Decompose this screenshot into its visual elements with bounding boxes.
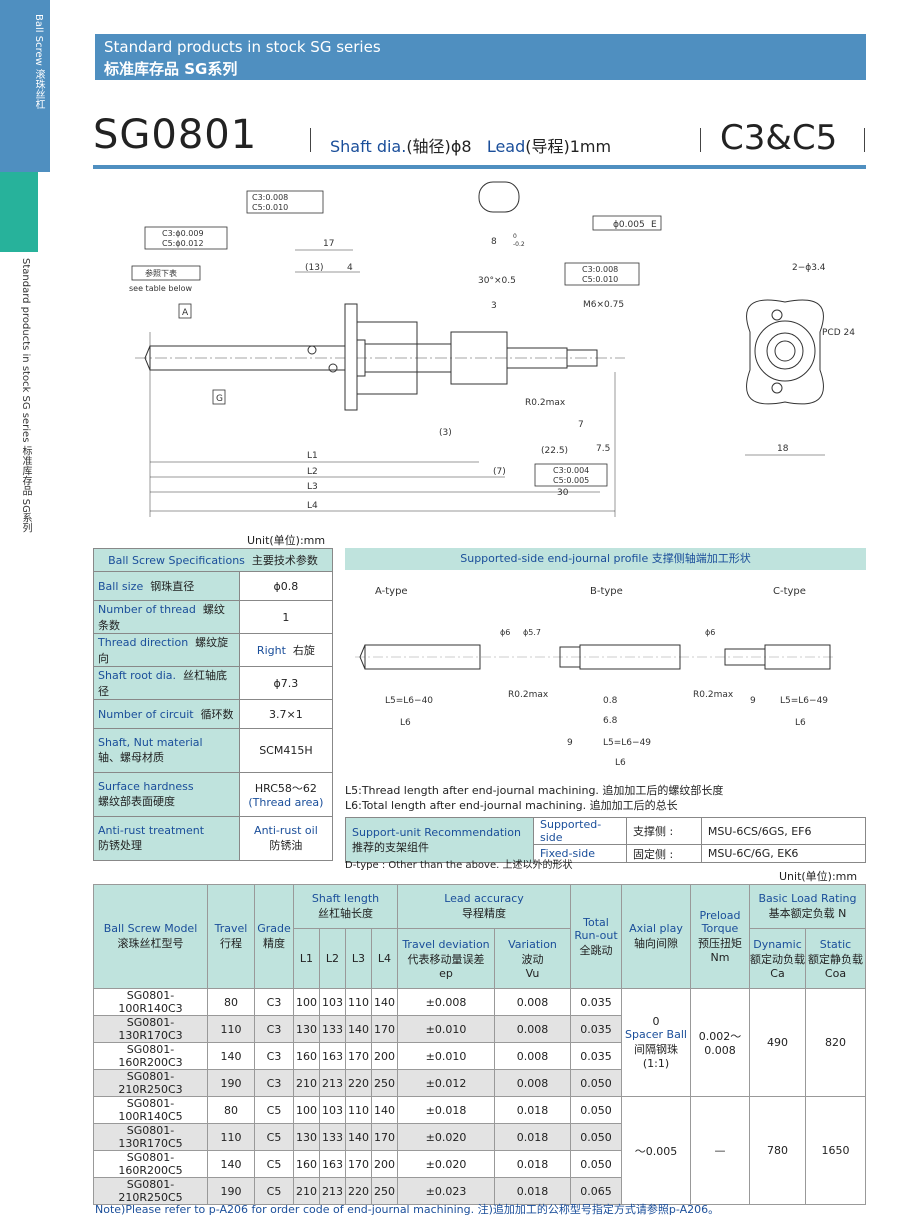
b-l6: L6 [615,758,626,768]
title-rule [93,165,866,169]
model-title: SG0801 [93,112,258,158]
divider [310,128,311,152]
spec-table: Ball Screw Specifications 主要技术参数 Ball si… [93,548,334,861]
sidebar-tab-sg[interactable] [0,172,38,252]
dim-4: 4 [347,263,353,273]
sidebar-tab-label: Ball Screw 滚珠丝杠 [33,14,44,109]
footnote: Note)Please refer to p-A206 for order co… [95,1203,720,1216]
table-unit: Unit(单位):mm [779,870,858,883]
tol-g-top-2: C5:0.010 [252,203,288,212]
grade-title: C3&C5 [720,118,838,158]
tol-small-1: -0.2 [513,241,525,248]
technical-drawing: C3:0.008 C5:0.010 C3:ϕ0.009 C5:ϕ0.012 参照… [129,181,855,517]
c-r: R0.2max [693,690,734,700]
dim-L3: L3 [307,482,318,492]
dim-8: 8 [491,237,497,247]
dtype-note: D-type : Other than the above. 上述以外的形状 [345,860,573,871]
c-d6: ϕ6 [705,628,715,637]
dim-7b: (7) [493,467,506,477]
ref-note: 参照下表 [145,268,177,278]
profile-drawing: A-type B-type C-type L5=L6−40 L6 R0.2max… [355,586,835,768]
dim-17: 17 [323,239,334,249]
tol-concentric: ϕ0.005 [613,220,645,230]
dim-chamfer: 30°×0.5 [478,276,516,286]
tol-e-1: C3:0.008 [582,265,618,274]
sidebar-section-label: Standard products in stock SG series 标准库… [20,258,31,533]
tol-small-0: 0 [513,233,517,240]
dim-m6: M6×0.75 [583,300,624,310]
c-l6: L6 [795,718,806,728]
c-9: 9 [750,696,756,706]
tol-e-2: C5:0.010 [582,275,618,284]
dim-2-holes: 2−ϕ3.4 [792,263,826,273]
dim-7: 7 [578,420,584,430]
header-cn: 标准库存品 SG系列 [104,60,238,78]
b-d57: ϕ5.7 [523,628,541,637]
profile-note-2: L6:Total length after end-journal machin… [345,799,678,812]
header-en: Standard products in stock SG series [104,38,381,56]
b-9: 9 [567,738,573,748]
tol-bottom-1: C3:0.004 [553,466,589,475]
profile-note-1: L5:Thread length after end-journal machi… [345,784,724,797]
dim-L1: L1 [307,451,318,461]
b-68: 6.8 [603,716,618,726]
dim-pcd: PCD 24 [822,328,855,338]
shaft-lead-info: Shaft dia.(轴径)ϕ8 Lead(导程)1mm [330,137,612,156]
dim-30: 30 [557,488,569,498]
divider [700,128,701,152]
dim-3b: (3) [439,428,452,438]
tol-g-top-1: C3:0.008 [252,193,288,202]
unit-label: Unit(单位):mm [247,534,326,547]
datum-e-1: E [651,220,657,230]
type-a: A-type [375,586,408,597]
dim-3: 3 [491,301,497,311]
datum-g: G [216,394,223,404]
dim-r02: R0.2max [525,398,566,408]
dim-22-5: (22.5) [541,446,568,456]
b-l5: L5=L6−49 [603,738,651,748]
b-d6: ϕ6 [500,628,510,637]
type-c: C-type [773,586,806,597]
section-header: Standard products in stock SG series 标准库… [95,34,866,80]
tol-a-1: C3:ϕ0.009 [162,229,204,238]
tol-a-2: C5:ϕ0.012 [162,239,204,248]
dim-18: 18 [777,444,789,454]
type-b: B-type [590,586,623,597]
tol-bottom-2: C5:0.005 [553,476,589,485]
sidebar-tab-ballscrew[interactable] [0,0,50,172]
c-l5: L5=L6−49 [780,696,828,706]
dim-L2: L2 [307,467,318,477]
see-table: see table below [129,284,192,293]
b-08: 0.8 [603,696,618,706]
spec-header: Ball Screw Specifications 主要技术参数 [93,548,333,572]
dim-7-5: 7.5 [596,444,610,454]
dim-13: (13) [305,263,323,273]
divider [864,128,865,152]
datum-a: A [182,308,189,318]
a-l5: L5=L6−40 [385,696,433,706]
profile-header: Supported-side end-journal profile 支撑侧轴端… [345,548,866,570]
dim-L4: L4 [307,501,318,511]
b-r: R0.2max [508,690,549,700]
a-l6: L6 [400,718,411,728]
